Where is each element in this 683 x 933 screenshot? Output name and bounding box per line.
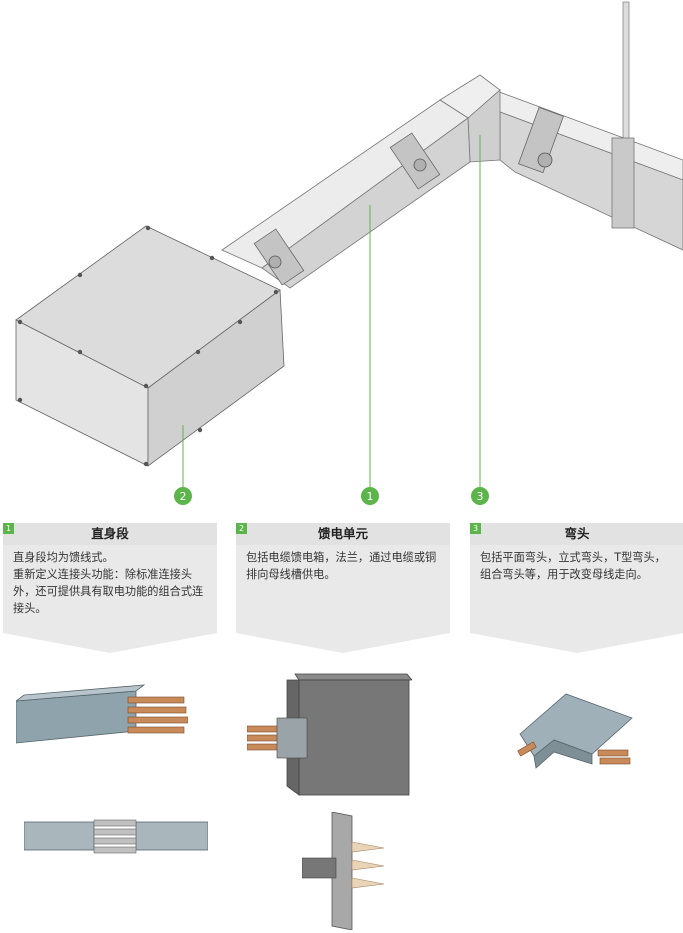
feeder-box-bolts [17, 225, 279, 467]
panel-feeder-unit: 2 馈电单元 包括电缆馈电箱，法兰，通过电缆或铜排向母线槽供电。 [236, 523, 450, 633]
panel-description: 包括平面弯头，立式弯头，T型弯头，组合弯头等，用于改变母线走向。 [470, 545, 683, 583]
panel-description: 包括电缆馈电箱，法兰，通过电缆或铜排向母线槽供电。 [236, 545, 450, 583]
photo-feeder-flange [302, 812, 384, 930]
panel-description: 直身段均为馈线式。 重新定义连接头功能：除标准连接头外，还可提供具有取电功能的组… [3, 545, 217, 617]
panel-arrow [3, 633, 217, 653]
panel-arrow [236, 633, 450, 653]
svg-text:1: 1 [367, 490, 374, 503]
panel-header: 3 弯头 [470, 523, 683, 545]
mast [622, 1, 630, 153]
panel-badge: 3 [470, 523, 481, 534]
panel-badge: 2 [236, 523, 247, 534]
photo-straight-joint [24, 819, 208, 854]
joint-c-bolt [537, 152, 553, 168]
mast-clamp [611, 137, 635, 229]
joint-b-bolt [413, 158, 427, 172]
photo-feeder-box [247, 673, 412, 796]
photo-straight-busbar [16, 684, 188, 744]
joint-b [389, 132, 441, 190]
panel-line: 包括电缆馈电箱，法兰，通过电缆或铜排向母线槽供电。 [246, 551, 437, 581]
panel-header: 2 馈电单元 [236, 523, 450, 545]
photo-elbow [517, 693, 633, 769]
panel-header: 1 直身段 [3, 523, 217, 545]
panel-title: 弯头 [564, 526, 590, 541]
panel-elbow: 3 弯头 包括平面弯头，立式弯头，T型弯头，组合弯头等，用于改变母线走向。 [470, 523, 683, 633]
joint-a [253, 228, 305, 286]
svg-text:2: 2 [180, 490, 187, 503]
panel-arrow [470, 633, 683, 653]
panel-title: 直身段 [91, 526, 129, 541]
busway-diagram: 2 1 3 [15, 1, 683, 505]
marker-2: 2 [174, 487, 192, 505]
svg-text:3: 3 [477, 490, 484, 503]
panel-straight-section: 1 直身段 直身段均为馈线式。 重新定义连接头功能：除标准连接头外，还可提供具有… [3, 523, 217, 633]
joint-c [518, 106, 564, 174]
feeder-box-side [147, 289, 285, 467]
marker-1: 1 [361, 487, 379, 505]
panel-line: 包括平面弯头，立式弯头，T型弯头，组合弯头等，用于改变母线走向。 [480, 551, 666, 581]
panel-title: 馈电单元 [317, 526, 368, 541]
marker-3: 3 [471, 487, 489, 505]
joint-a-bolt [268, 255, 282, 269]
panel-line: 重新定义连接头功能：除标准连接头外，还可提供具有取电功能的组合式连接头。 [13, 568, 204, 615]
panel-line: 直身段均为馈线式。 [13, 551, 114, 564]
panel-badge: 1 [3, 523, 14, 534]
